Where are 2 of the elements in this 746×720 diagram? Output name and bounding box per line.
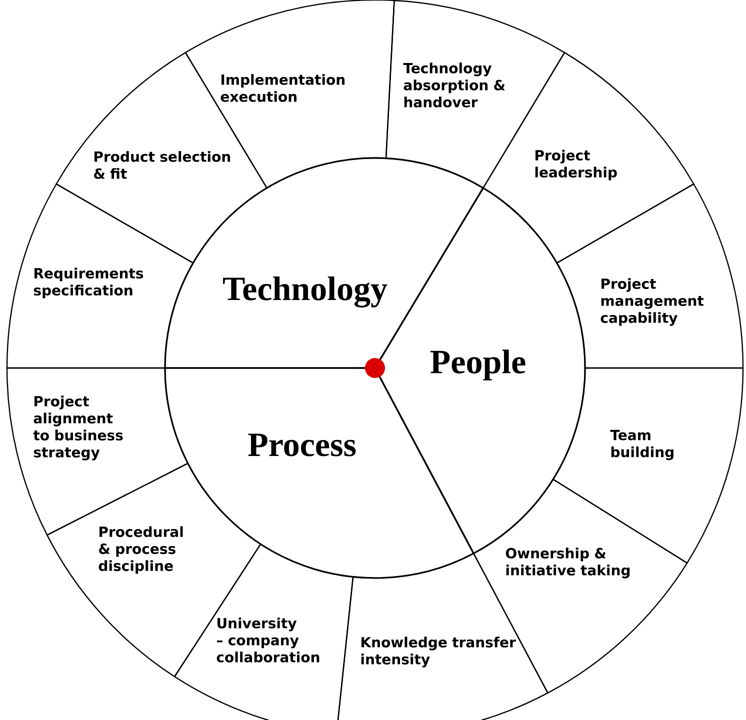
ring-segment: Requirements specification — [6, 183, 194, 369]
ring-segment: Project management capability — [556, 183, 744, 369]
